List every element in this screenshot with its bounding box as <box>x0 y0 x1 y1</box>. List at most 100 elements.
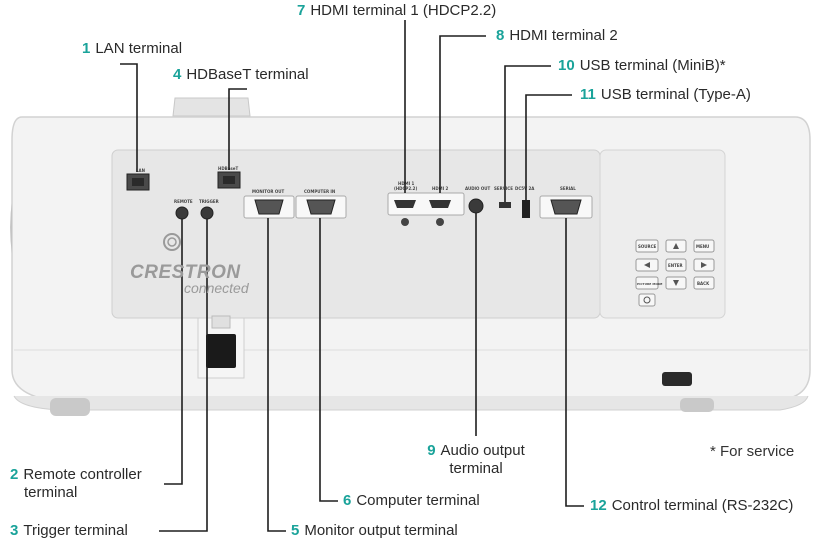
callout-6-text: Computer terminal <box>356 492 480 509</box>
panel-label-hdmi1: HDMI 1 <box>398 181 415 186</box>
callout-1-text: LAN terminal <box>95 40 183 57</box>
callout-9-number: 9 <box>427 442 436 459</box>
brand-name: CRESTRON <box>130 262 241 283</box>
hdmi1-port <box>394 200 416 208</box>
right-arrow-icon <box>701 262 707 268</box>
brand-tagline: connected <box>184 280 249 296</box>
crestron-logo-icon <box>163 233 181 251</box>
key-menu[interactable] <box>693 239 715 253</box>
leader-12 <box>565 218 584 507</box>
panel-label-monitor-out: MONITOR OUT <box>252 189 284 194</box>
leader-2 <box>164 219 183 485</box>
callout-4-text: HDBaseT terminal <box>186 66 309 83</box>
key-menu-label: MENU <box>696 244 709 249</box>
keypad-panel <box>599 149 726 319</box>
up-arrow-icon <box>673 243 679 249</box>
callout-9-text-line2: terminal <box>449 460 503 477</box>
key-back-label: BACK <box>697 281 710 286</box>
key-enter-label: ENTER <box>668 263 683 268</box>
callout-2-text: Remote controller <box>23 466 142 483</box>
hdmi2-indicator <box>436 218 444 226</box>
key-enter[interactable] <box>665 258 687 272</box>
callout-10-number: 10 <box>558 57 575 74</box>
hdmi2-port <box>429 200 451 208</box>
hdmi1-indicator <box>401 218 409 226</box>
leader-4 <box>228 88 247 170</box>
callout-1-number: 1 <box>82 40 91 57</box>
callout-5-number: 5 <box>291 522 300 539</box>
key-picture-mode[interactable] <box>635 276 659 290</box>
panel-label-computer-in: COMPUTER IN <box>304 189 335 194</box>
leader-5 <box>267 218 286 532</box>
foot-left <box>50 398 90 416</box>
usb-minib-port <box>499 202 511 208</box>
panel-label-audio-out: AUDIO OUT <box>465 186 490 191</box>
monitor-out-port <box>254 199 284 215</box>
panel-label-trigger: TRIGGER <box>199 199 219 204</box>
hdmi-frame <box>387 192 465 216</box>
callout-4-number: 4 <box>173 66 182 83</box>
leader-10 <box>504 65 551 202</box>
vent-slot <box>662 372 692 386</box>
leader-8 <box>439 35 486 193</box>
callout-9-text: Audio output <box>440 442 525 459</box>
callout-7-number: 7 <box>297 2 306 19</box>
left-arrow-icon <box>644 262 650 268</box>
down-arrow-icon <box>673 280 679 286</box>
callout-12-text: Control terminal (RS-232C) <box>611 497 794 514</box>
footnote: * For service <box>710 443 795 460</box>
panel-label-service: SERVICE <box>494 186 513 191</box>
power-inlet <box>206 334 236 368</box>
leader-6 <box>319 218 338 502</box>
callout-6-number: 6 <box>343 492 352 509</box>
key-source-label: SOURCE <box>638 244 657 249</box>
callout-2-text-line2: terminal <box>24 484 78 501</box>
leader-1 <box>120 63 138 172</box>
callout-11-number: 11 <box>580 86 596 103</box>
callout-10-text: USB terminal (MiniB)* <box>579 57 726 74</box>
usb-typea-port <box>522 200 530 218</box>
body-base <box>13 395 809 411</box>
top-handle <box>172 97 251 117</box>
serial-port <box>550 199 582 215</box>
remote-jack <box>175 206 189 220</box>
keypad: SOURCE MENU ENTER PICTURE MODE BACK <box>635 239 715 307</box>
foot-right <box>680 398 714 412</box>
callout-3-text: Trigger terminal <box>23 522 128 539</box>
audio-out-jack <box>468 198 484 214</box>
panel-label-remote: REMOTE <box>174 199 193 204</box>
callout-3-number: 3 <box>10 522 19 539</box>
leader-11 <box>525 94 572 200</box>
callout-7-text: HDMI terminal 1 (HDCP2.2) <box>310 2 497 19</box>
callout-8-number: 8 <box>496 27 505 44</box>
power-inlet-clip <box>211 315 231 329</box>
leader-lines <box>120 20 584 532</box>
callout-8-text: HDMI terminal 2 <box>509 27 618 44</box>
key-picture-mode-label: PICTURE MODE <box>637 282 662 286</box>
key-source[interactable] <box>635 239 659 253</box>
panel-label-dc5v: DC5V 2A <box>515 186 535 191</box>
key-back[interactable] <box>693 276 715 290</box>
hdbaset-port-socket <box>223 176 235 184</box>
leader-3 <box>159 219 208 532</box>
panel-label-serial: SERIAL <box>560 186 576 191</box>
key-power[interactable] <box>638 293 656 307</box>
callout-11-text: USB terminal (Type-A) <box>600 86 751 103</box>
lan-port-socket <box>132 178 144 186</box>
panel-label-lan: LAN <box>136 168 145 173</box>
callout-5-text: Monitor output terminal <box>304 522 458 539</box>
